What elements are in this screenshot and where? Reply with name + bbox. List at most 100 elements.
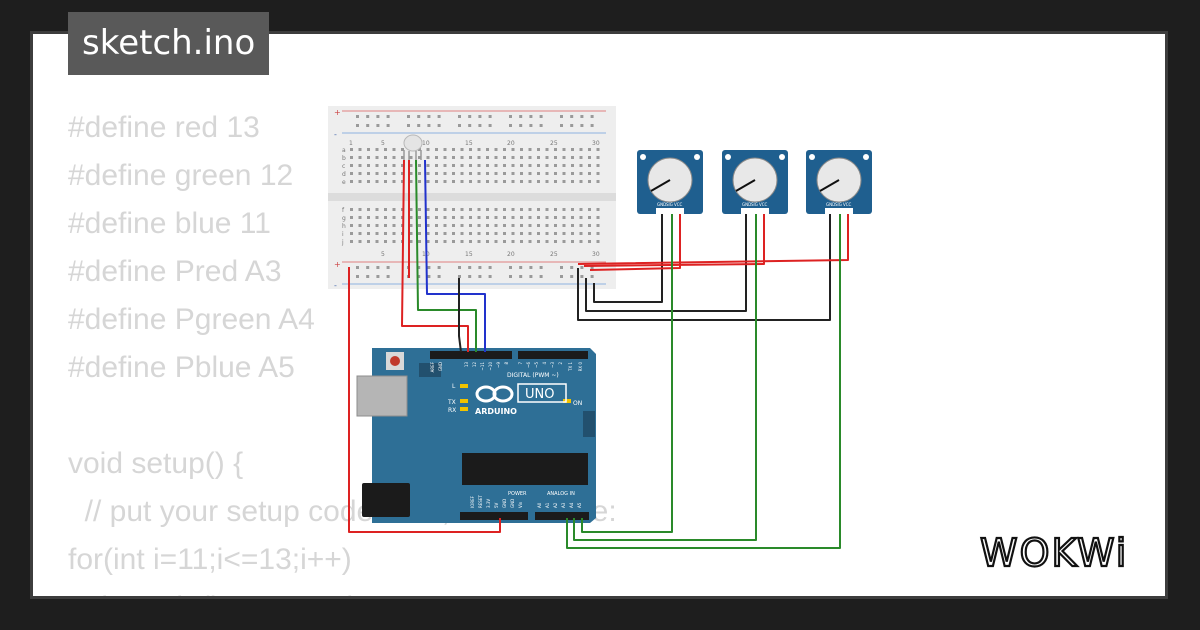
rgb-led[interactable] (403, 134, 423, 160)
breadboard-hole (417, 266, 421, 269)
pot-pin-label: VCC (843, 202, 852, 207)
wokwi-logo-text: WOKWi (980, 531, 1128, 575)
breadboard-hole (452, 216, 455, 219)
breadboard-hole (426, 180, 430, 183)
breadboard-hole (580, 266, 584, 269)
breadboard-hole (460, 216, 464, 219)
breadboard-hole (571, 156, 574, 159)
breadboard-hole (511, 232, 515, 235)
breadboard-hole (356, 124, 359, 127)
breadboard-hole (554, 224, 557, 227)
icsp2-header (583, 411, 595, 437)
breadboard-hole (358, 148, 362, 151)
breadboard-hole (590, 275, 594, 278)
breadboard-hole (580, 124, 584, 127)
wire-pot-vcc[interactable] (589, 214, 681, 271)
power-header (460, 512, 528, 520)
breadboard-hole (468, 266, 472, 269)
breadboard-hole (452, 172, 455, 175)
wire-gnd[interactable] (458, 278, 462, 353)
breadboard-hole (590, 266, 594, 269)
pin-label: 12 (472, 362, 477, 368)
breadboard-hole (554, 180, 557, 183)
wire-pot-vcc[interactable] (583, 214, 765, 267)
breadboard-hole (418, 180, 421, 183)
breadboard-hole (350, 232, 353, 235)
code-line: for(int i=11;i<=13;i++) (68, 543, 352, 576)
breadboard-hole (443, 148, 447, 151)
breadboard-hole (384, 148, 387, 151)
breadboard-hole (560, 266, 563, 269)
breadboard-hole (579, 148, 583, 151)
breadboard-hole (460, 148, 464, 151)
breadboard-hole (418, 156, 421, 159)
wire-led-red[interactable] (401, 159, 469, 352)
breadboard[interactable]: + - + - 1 5 10 15 20 25 30 5 10 15 20 25… (328, 106, 616, 290)
breadboard-hole (350, 172, 353, 175)
breadboard-hole (417, 275, 421, 278)
breadboard-hole (590, 124, 594, 127)
breadboard-hole (452, 208, 455, 211)
wire-pot-sig-a4[interactable] (573, 214, 757, 541)
breadboard-hole (469, 240, 472, 243)
wire-led-blue[interactable] (424, 159, 486, 352)
breadboard-hole (384, 172, 387, 175)
potentiometer-green[interactable]: GND SIG VCC (722, 150, 788, 214)
breadboard-hole (460, 164, 464, 167)
pin-label: A1 (545, 502, 550, 508)
digital-header-left (430, 351, 512, 359)
breadboard-hole (358, 208, 362, 211)
breadboard-hole (579, 216, 583, 219)
breadboard-hole (443, 180, 447, 183)
breadboard-hole (418, 240, 421, 243)
pin-label: ~6 (526, 362, 531, 368)
breadboard-hole (537, 240, 540, 243)
breadboard-hole (596, 216, 600, 219)
pin-label: A3 (561, 502, 566, 508)
wire-5v-rail[interactable] (348, 267, 501, 533)
breadboard-hole (511, 208, 515, 211)
breadboard-hole (409, 164, 413, 167)
wire-pot-gnd[interactable] (577, 214, 831, 321)
breadboard-hole (375, 164, 379, 167)
arduino-brand: ARDUINO (475, 407, 517, 416)
breadboard-hole (426, 164, 430, 167)
breadboard-hole (554, 172, 557, 175)
breadboard-hole (519, 266, 523, 269)
breadboard-hole (539, 266, 543, 269)
breadboard-hole (435, 232, 438, 235)
wire-led-green[interactable] (415, 159, 477, 352)
breadboard-hole (545, 156, 549, 159)
potentiometer-blue[interactable]: GND SIG VCC (806, 150, 872, 214)
breadboard-hole (528, 156, 532, 159)
breadboard-hole (590, 115, 594, 118)
uno-outline (517, 383, 567, 403)
breadboard-hole (486, 180, 489, 183)
pot-pin-header (825, 208, 853, 214)
column-number: 10 (422, 140, 430, 147)
wire-pot-vcc[interactable] (577, 214, 849, 265)
breadboard-hole (494, 224, 498, 227)
wire-pot-sig-a5[interactable] (581, 214, 673, 533)
breadboard-hole (494, 240, 498, 243)
breadboard-hole (528, 148, 532, 151)
analog-header (535, 512, 589, 520)
wire-pot-sig-a3[interactable] (566, 214, 841, 549)
arduino-uno[interactable]: DIGITAL (PWM ~) AREF GND 13 12 ~11 ~10 ~… (356, 348, 596, 523)
breadboard-hole (478, 275, 482, 278)
pin-label: TX 1 (568, 362, 573, 372)
breadboard-hole (570, 124, 574, 127)
breadboard-hole (520, 156, 523, 159)
breadboard-hole (426, 156, 430, 159)
breadboard-hole (409, 216, 413, 219)
breadboard-hole (376, 266, 380, 269)
breadboard-hole (418, 164, 421, 167)
wire-pot-gnd[interactable] (593, 214, 663, 303)
code-line: #define Pgreen A4 (68, 303, 315, 336)
potentiometer-red[interactable]: GND SIG VCC (637, 150, 703, 214)
breadboard-hole (469, 224, 472, 227)
breadboard-hole (392, 232, 396, 235)
breadboard-hole (452, 148, 455, 151)
breadboard-hole (529, 275, 533, 278)
breadboard-hole (426, 148, 430, 151)
